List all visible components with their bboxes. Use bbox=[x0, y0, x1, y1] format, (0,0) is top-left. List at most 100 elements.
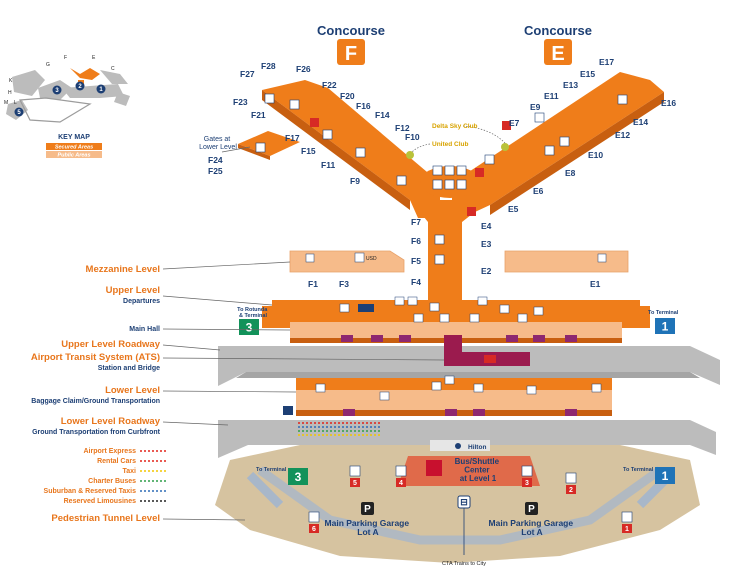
link-terminal-1-upper[interactable]: To Terminal 1 bbox=[648, 310, 679, 334]
link-terminal-1-tunnel[interactable]: To Terminal 1 bbox=[623, 467, 675, 484]
gate-e14: E14 bbox=[633, 117, 648, 127]
gate-e16: E16 bbox=[661, 98, 676, 108]
legend-reserved-limousines: Reserved Limousines bbox=[64, 498, 136, 505]
key-num-1: 1 bbox=[99, 87, 103, 93]
terminal-1-badge: 1 bbox=[662, 320, 669, 334]
concourse-e-arm bbox=[452, 72, 664, 218]
level-lower-roadway-sub: Ground Transportation from Curbfront bbox=[32, 429, 161, 436]
lower-gates-line1: Gates at bbox=[204, 136, 231, 143]
key-num-2: 2 bbox=[78, 84, 82, 90]
gate-e12: E12 bbox=[615, 130, 630, 140]
concourse-f-letter: F bbox=[345, 43, 357, 65]
key-letter-g: G bbox=[46, 62, 50, 68]
hilton-label: Hilton bbox=[468, 444, 486, 451]
elevator-4: 4 bbox=[399, 480, 403, 487]
mezzanine-level: USD bbox=[289, 250, 629, 273]
level-pedestrian-tunnel: Pedestrian Tunnel Level bbox=[51, 513, 160, 524]
legend-rental-cars: Rental Cars bbox=[97, 458, 136, 465]
lower-gates-label: Gates at Lower Level bbox=[199, 136, 237, 151]
gate-f7: F7 bbox=[411, 217, 421, 227]
parking-right-line2: Lot A bbox=[521, 527, 542, 537]
gate-e11: E11 bbox=[544, 91, 559, 101]
level-ats: Airport Transit System (ATS) bbox=[31, 352, 160, 363]
to-rotunda-line1: To Rotunda bbox=[237, 307, 268, 313]
concourse-e-header: Concourse E bbox=[524, 23, 592, 65]
elevator-5: 5 bbox=[353, 480, 357, 487]
link-terminal-3-tunnel[interactable]: To Terminal 3 bbox=[256, 467, 308, 485]
bus-center-line1: Bus/Shuttle bbox=[455, 457, 500, 466]
terminal-3-badge: 3 bbox=[246, 321, 253, 335]
parking-left-line2: Lot A bbox=[357, 527, 378, 537]
gate-e10: E10 bbox=[588, 150, 603, 160]
parking-right: P Main Parking Garage Lot A bbox=[489, 502, 573, 537]
gate-f23: F23 bbox=[233, 97, 248, 107]
key-secured-label: Secured Areas bbox=[55, 145, 93, 151]
gate-f22: F22 bbox=[322, 80, 337, 90]
concourse-f-title: Concourse bbox=[317, 23, 385, 38]
tunnel-terminal-3-badge: 3 bbox=[295, 470, 302, 484]
link-terminal-3-upper[interactable]: To Rotunda & Terminal 3 bbox=[237, 307, 269, 335]
gate-labels-f: F28 F27 F26 F22 F20 F16 F14 F12 F10 F23 … bbox=[233, 61, 421, 287]
level-labels: Mezzanine Level Upper Level Departures M… bbox=[31, 264, 161, 524]
gate-e4: E4 bbox=[481, 221, 492, 231]
key-letter-e: E bbox=[92, 55, 96, 61]
gate-e6: E6 bbox=[533, 186, 544, 196]
gate-e2: E2 bbox=[481, 266, 492, 276]
key-num-3: 3 bbox=[55, 88, 59, 94]
key-letter-m: M bbox=[4, 100, 8, 106]
gate-f26: F26 bbox=[296, 64, 311, 74]
key-letter-f: F bbox=[64, 55, 67, 61]
gate-f11: F11 bbox=[321, 160, 335, 170]
tunnel-terminal-1-badge: 1 bbox=[662, 469, 669, 483]
gate-e5: E5 bbox=[508, 204, 519, 214]
leader-lines bbox=[162, 146, 445, 521]
elevator-1: 1 bbox=[625, 526, 629, 533]
level-upper: Upper Level bbox=[106, 285, 160, 296]
legend-airport-express: Airport Express bbox=[83, 448, 136, 455]
gate-f4: F4 bbox=[411, 277, 421, 287]
delta-club-marker bbox=[501, 143, 509, 151]
gate-f5: F5 bbox=[411, 256, 421, 266]
key-letter-l: L bbox=[14, 100, 17, 106]
gate-e7: E7 bbox=[509, 118, 520, 128]
gate-f21: F21 bbox=[251, 110, 266, 120]
gate-f3: F3 bbox=[339, 279, 349, 289]
gate-f1: F1 bbox=[308, 279, 318, 289]
level-ats-sub: Station and Bridge bbox=[98, 365, 160, 372]
parking-right-p: P bbox=[528, 504, 535, 515]
gate-f6: F6 bbox=[411, 236, 421, 246]
united-club-label: United Club bbox=[432, 141, 468, 148]
to-rotunda-line2: & Terminal bbox=[239, 313, 267, 319]
concourse-y bbox=[238, 72, 664, 300]
gate-f24: F24 bbox=[208, 155, 223, 165]
level-lower-sub: Baggage Claim/Ground Transportation bbox=[31, 398, 160, 405]
gate-e3: E3 bbox=[481, 239, 492, 249]
gate-f12: F12 bbox=[395, 123, 410, 133]
level-upper-roadway: Upper Level Roadway bbox=[61, 339, 160, 350]
gate-e15: E15 bbox=[580, 69, 595, 79]
hilton-logo-icon bbox=[455, 443, 461, 449]
gate-f16: F16 bbox=[356, 101, 371, 111]
united-club-marker bbox=[406, 151, 414, 159]
key-map: 3 2 1 5 F E C K H M L G KEY MAP Secured … bbox=[4, 55, 130, 159]
elevator-2: 2 bbox=[569, 487, 573, 494]
lower-gates-diamond bbox=[238, 131, 300, 156]
gate-f17: F17 bbox=[285, 133, 300, 143]
lower-level-hall bbox=[296, 375, 612, 416]
elevator-markers: 6 5 4 3 2 1 bbox=[308, 465, 633, 533]
level-lower: Lower Level bbox=[105, 385, 160, 396]
gate-f10: F10 bbox=[405, 132, 420, 142]
level-lower-roadway: Lower Level Roadway bbox=[61, 416, 161, 427]
level-main-hall: Main Hall bbox=[129, 326, 160, 333]
usd-label: USD bbox=[366, 256, 377, 262]
concourse-e-title: Concourse bbox=[524, 23, 592, 38]
key-letter-k: K bbox=[9, 78, 13, 84]
gate-e8: E8 bbox=[565, 168, 576, 178]
gate-e1: E1 bbox=[590, 279, 601, 289]
gate-e13: E13 bbox=[563, 80, 578, 90]
ground-transport-legend: Airport Express Rental Cars Taxi Charter… bbox=[44, 448, 166, 505]
gate-f28: F28 bbox=[261, 61, 276, 71]
legend-taxi: Taxi bbox=[123, 468, 137, 475]
delta-club-label: Delta Sky Club bbox=[432, 123, 478, 130]
